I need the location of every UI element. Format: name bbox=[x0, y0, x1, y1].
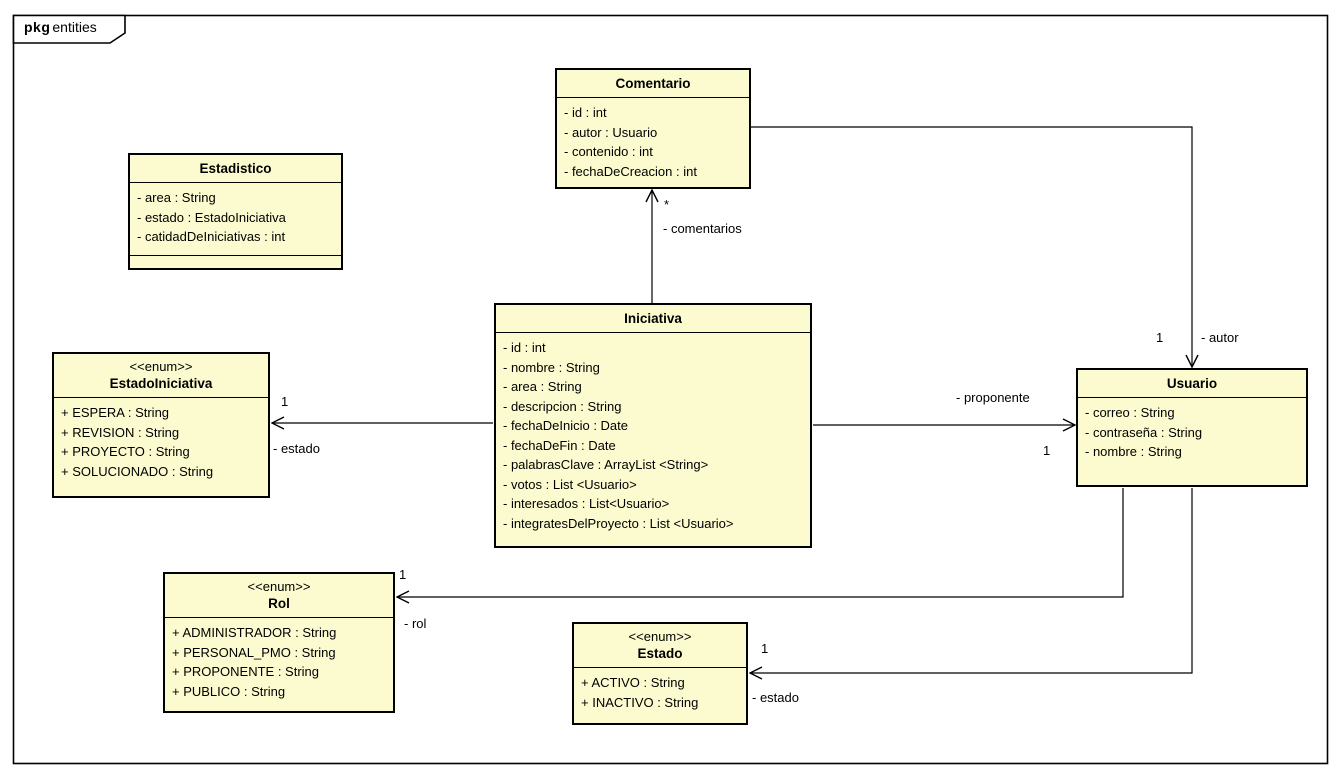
multiplicity-label: 1 bbox=[399, 567, 407, 582]
package-name: entities bbox=[52, 19, 97, 35]
attribute-compartment: + ESPERA : String + REVISION : String + … bbox=[54, 398, 268, 496]
role-label: - proponente bbox=[956, 390, 1030, 405]
attribute-compartment: - id : int - autor : Usuario - contenido… bbox=[557, 98, 749, 187]
class-header: Iniciativa bbox=[496, 305, 810, 333]
multiplicity-label: 1 bbox=[1156, 330, 1164, 345]
attribute: - fechaDeFin : Date bbox=[503, 437, 616, 453]
stereotype-label: <<enum>> bbox=[129, 359, 193, 374]
class-name: Estado bbox=[637, 646, 683, 661]
attribute: - id : int bbox=[503, 340, 546, 355]
attribute-compartment: - area : String - estado : EstadoIniciat… bbox=[130, 183, 341, 255]
attribute: - id : int bbox=[564, 105, 607, 120]
attribute: + PERSONAL_PMO : String bbox=[172, 644, 336, 660]
class-iniciativa: Iniciativa - id : int - nombre : String … bbox=[494, 303, 812, 548]
class-header: <<enum>> Estado bbox=[574, 624, 746, 668]
class-estadistico: Estadistico - area : String - estado : E… bbox=[128, 153, 343, 270]
attribute: - estado : EstadoIniciativa bbox=[137, 209, 286, 225]
package-keyword: pkg bbox=[24, 19, 51, 35]
attribute: + ACTIVO : String bbox=[581, 675, 685, 690]
class-name: Iniciativa bbox=[624, 311, 682, 326]
role-label: - autor bbox=[1201, 330, 1239, 345]
role-label: - rol bbox=[404, 616, 427, 631]
multiplicity-label: 1 bbox=[281, 394, 289, 409]
attribute: - autor : Usuario bbox=[564, 124, 658, 140]
package-tab bbox=[12, 14, 126, 44]
attribute: - contenido : int bbox=[564, 144, 653, 159]
class-header: Comentario bbox=[557, 70, 749, 98]
attribute: - descripcion : String bbox=[503, 398, 622, 414]
attribute-compartment: - correo : String - contraseña : String … bbox=[1078, 398, 1306, 485]
multiplicity-label: 1 bbox=[1043, 443, 1051, 458]
class-usuario: Usuario - correo : String - contraseña :… bbox=[1076, 368, 1308, 487]
association-rol-line bbox=[397, 488, 1124, 597]
attribute-compartment: + ACTIVO : String + INACTIVO : String bbox=[574, 668, 746, 723]
class-name: Estadistico bbox=[199, 161, 272, 176]
attribute: - integratesDelProyecto : List <Usuario> bbox=[503, 515, 734, 531]
class-header: Usuario bbox=[1078, 370, 1306, 398]
class-name: Comentario bbox=[615, 76, 691, 91]
multiplicity-label: 1 bbox=[761, 641, 769, 656]
attribute-compartment: - id : int - nombre : String - area : St… bbox=[496, 333, 810, 546]
enum-rol: <<enum>> Rol + ADMINISTRADOR : String + … bbox=[163, 572, 395, 713]
attribute: - area : String bbox=[503, 379, 582, 394]
attribute: - area : String bbox=[137, 190, 216, 205]
association-estado-usuario-line bbox=[750, 488, 1193, 673]
attribute: - fechaDeCreacion : int bbox=[564, 163, 697, 179]
role-label: - comentarios bbox=[663, 221, 742, 236]
class-name: EstadoIniciativa bbox=[109, 376, 213, 391]
attribute: - fechaDeInicio : Date bbox=[503, 418, 629, 433]
class-header: <<enum>> Rol bbox=[165, 574, 393, 618]
package-frame bbox=[12, 14, 1329, 765]
attribute: + SOLUCIONADO : String bbox=[61, 463, 214, 479]
multiplicity-label: * bbox=[664, 197, 670, 212]
attribute: + PROYECTO : String bbox=[61, 444, 190, 459]
attribute: - interesados : List<Usuario> bbox=[503, 496, 670, 511]
role-label: - estado bbox=[752, 690, 799, 705]
empty-method-compartment bbox=[130, 255, 341, 268]
attribute: + PUBLICO : String bbox=[172, 683, 286, 699]
stereotype-label: <<enum>> bbox=[628, 629, 692, 644]
association-autor-line bbox=[751, 126, 1192, 367]
attribute: - nombre : String bbox=[1085, 444, 1182, 459]
enum-estadoiniciativa: <<enum>> EstadoIniciativa + ESPERA : Str… bbox=[52, 352, 270, 498]
attribute: - palabrasClave : ArrayList <String> bbox=[503, 457, 709, 472]
attribute: - catidadDeIniciativas : int bbox=[137, 229, 286, 244]
role-label: - estado bbox=[273, 441, 320, 456]
attribute-compartment: + ADMINISTRADOR : String + PERSONAL_PMO … bbox=[165, 618, 393, 711]
attribute: + ADMINISTRADOR : String bbox=[172, 625, 337, 640]
class-header: Estadistico bbox=[130, 155, 341, 183]
class-header: <<enum>> EstadoIniciativa bbox=[54, 354, 268, 398]
attribute: + PROPONENTE : String bbox=[172, 664, 320, 679]
attribute: + ESPERA : String bbox=[61, 405, 170, 420]
attribute: + REVISION : String bbox=[61, 424, 180, 440]
attribute: - correo : String bbox=[1085, 405, 1175, 420]
attribute: - nombre : String bbox=[503, 359, 600, 375]
attribute: - votos : List <Usuario> bbox=[503, 476, 637, 492]
class-comentario: Comentario - id : int - autor : Usuario … bbox=[555, 68, 751, 189]
class-name: Rol bbox=[268, 596, 290, 611]
stereotype-label: <<enum>> bbox=[247, 579, 311, 594]
enum-estado: <<enum>> Estado + ACTIVO : String + INAC… bbox=[572, 622, 748, 725]
attribute: - contraseña : String bbox=[1085, 424, 1203, 440]
class-name: Usuario bbox=[1166, 376, 1218, 391]
attribute: + INACTIVO : String bbox=[581, 694, 699, 710]
